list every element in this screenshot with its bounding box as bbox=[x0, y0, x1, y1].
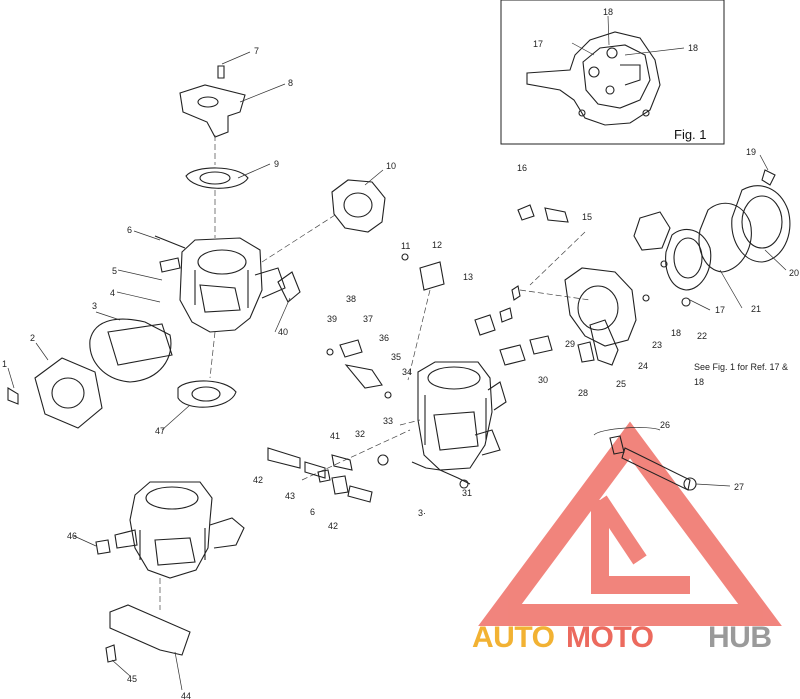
callout-30: 30 bbox=[538, 375, 548, 385]
callout-44: 44 bbox=[181, 691, 191, 699]
callout-43: 43 bbox=[285, 491, 295, 501]
callout-3: 3 bbox=[92, 301, 97, 311]
callout-38: 38 bbox=[346, 294, 356, 304]
lower-left-carburetor bbox=[95, 481, 245, 663]
callout-5: 5 bbox=[112, 266, 117, 276]
callout-3-dot: 3· bbox=[418, 508, 426, 518]
callout-11: 11 bbox=[401, 241, 410, 251]
callout-17: 17 bbox=[715, 305, 725, 315]
watermark-logo-mark bbox=[478, 421, 782, 626]
callout-labels: 1 2 3 3· 4 5 6 6 7 8 9 10 11 12 13 15 16… bbox=[2, 7, 799, 699]
callout-12: 12 bbox=[432, 240, 442, 250]
callout-45: 45 bbox=[127, 674, 137, 684]
callout-15: 15 bbox=[582, 212, 592, 222]
callout-2: 2 bbox=[30, 333, 35, 343]
callout-21: 21 bbox=[751, 304, 761, 314]
reference-note: See Fig. 1 for Ref. 17 & 18 bbox=[694, 362, 788, 387]
callout-25: 25 bbox=[616, 379, 626, 389]
watermark-hub: HUB bbox=[708, 621, 772, 654]
callout-1: 1 bbox=[2, 359, 7, 369]
watermark-auto: AUTO bbox=[472, 621, 555, 654]
fuel-pump-assembly bbox=[517, 169, 791, 366]
callout-35: 35 bbox=[391, 352, 401, 362]
callout-10: 10 bbox=[386, 161, 396, 171]
callout-37: 37 bbox=[363, 314, 373, 324]
note-line-1: See Fig. 1 for Ref. 17 & bbox=[694, 362, 788, 372]
center-carburetor bbox=[301, 253, 553, 489]
callout-26: 26 bbox=[660, 420, 670, 430]
fig1-label: Fig. 1 bbox=[674, 127, 707, 142]
leader-lines bbox=[7, 51, 787, 691]
note-line-2: 18 bbox=[694, 377, 704, 387]
callout-8: 8 bbox=[288, 78, 293, 88]
callout-36: 36 bbox=[379, 333, 389, 343]
upper-left-carburetor-assembly bbox=[7, 65, 386, 429]
callout-23: 23 bbox=[652, 340, 662, 350]
watermark-moto: MOTO bbox=[566, 621, 654, 654]
callout-6-lower: 6 bbox=[310, 507, 315, 517]
callout-33: 33 bbox=[383, 416, 393, 426]
fig1-inset: Fig. 1 bbox=[500, 0, 725, 145]
callout-13: 13 bbox=[463, 272, 473, 282]
callout-22: 22 bbox=[697, 331, 707, 341]
callout-9: 9 bbox=[274, 159, 279, 169]
callout-18: 18 bbox=[671, 328, 681, 338]
callout-6-upper: 6 bbox=[127, 225, 132, 235]
callout-18-fig-top: 18 bbox=[603, 7, 613, 17]
watermark-wordmark: AUTO MOTO HUB bbox=[472, 621, 772, 654]
callout-18-fig-right: 18 bbox=[688, 43, 698, 53]
callout-28: 28 bbox=[578, 388, 588, 398]
callout-46: 46 bbox=[67, 531, 77, 541]
callout-20: 20 bbox=[789, 268, 799, 278]
callout-34: 34 bbox=[402, 367, 412, 377]
callout-40: 40 bbox=[278, 327, 288, 337]
callout-47: 47 bbox=[155, 426, 165, 436]
callout-29: 29 bbox=[565, 339, 575, 349]
callout-31: 31 bbox=[462, 488, 472, 498]
callout-27: 27 bbox=[734, 482, 744, 492]
callout-24: 24 bbox=[638, 361, 648, 371]
callout-17-fig: 17 bbox=[533, 39, 543, 49]
callout-42-left: 42 bbox=[253, 475, 263, 485]
callout-19: 19 bbox=[746, 147, 756, 157]
callout-32: 32 bbox=[355, 429, 365, 439]
callout-16: 16 bbox=[517, 163, 527, 173]
callout-39: 39 bbox=[327, 314, 337, 324]
callout-41: 41 bbox=[330, 431, 340, 441]
callout-42-right: 42 bbox=[328, 521, 338, 531]
callout-4: 4 bbox=[110, 288, 115, 298]
callout-7: 7 bbox=[254, 46, 259, 56]
